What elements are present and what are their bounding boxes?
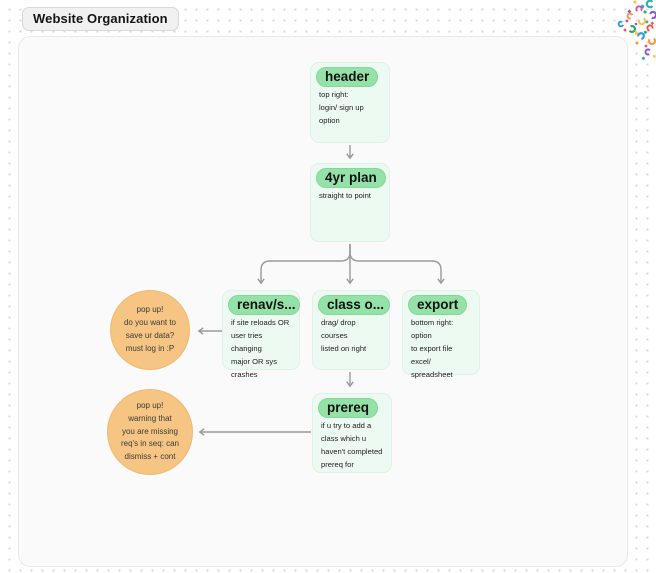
node-class-order[interactable]: class o... drag/ drop courses listed on …	[312, 290, 390, 370]
board-title[interactable]: Website Organization	[22, 7, 179, 31]
popup-save-data-circle[interactable]: pop up! do you want to save ur data? mus…	[110, 290, 190, 370]
node-prereq-label[interactable]: prereq	[318, 398, 379, 418]
node-export[interactable]: export bottom right: option to export fi…	[402, 290, 480, 379]
node-prereq-note: if u try to add a class which u haven't …	[321, 421, 383, 470]
node-class-order-note: drag/ drop courses listed on right	[321, 318, 367, 354]
arrow-4yr-plan-to-export[interactable]	[349, 244, 445, 285]
node-export-note: bottom right: option to export file exce…	[411, 318, 454, 380]
node-4yr-plan[interactable]: 4yr plan straight to point	[310, 163, 390, 242]
node-renav-label[interactable]: renav/s...	[228, 295, 300, 315]
node-renav[interactable]: renav/s... if site reloads OR user tries…	[222, 290, 300, 379]
node-prereq[interactable]: prereq if u try to add a class which u h…	[312, 393, 392, 473]
popup-missing-reqs-text: pop up! warning that you are missing req…	[120, 401, 179, 462]
node-class-order-label[interactable]: class o...	[318, 295, 390, 315]
popup-missing-reqs-circle[interactable]: pop up! warning that you are missing req…	[107, 389, 193, 475]
node-header-label[interactable]: header	[316, 67, 379, 87]
node-renav-note: if site reloads OR user tries changing m…	[231, 318, 290, 380]
node-header-note: top right: login/ sign up option	[319, 90, 364, 126]
node-export-label[interactable]: export	[408, 295, 468, 315]
arrow-4yr-plan-to-renav[interactable]	[257, 244, 351, 285]
node-4yr-plan-label[interactable]: 4yr plan	[316, 168, 386, 188]
node-header[interactable]: header top right: login/ sign up option	[310, 62, 390, 143]
popup-save-data-text: pop up! do you want to save ur data? mus…	[123, 305, 177, 353]
node-4yr-plan-note: straight to point	[319, 191, 371, 200]
